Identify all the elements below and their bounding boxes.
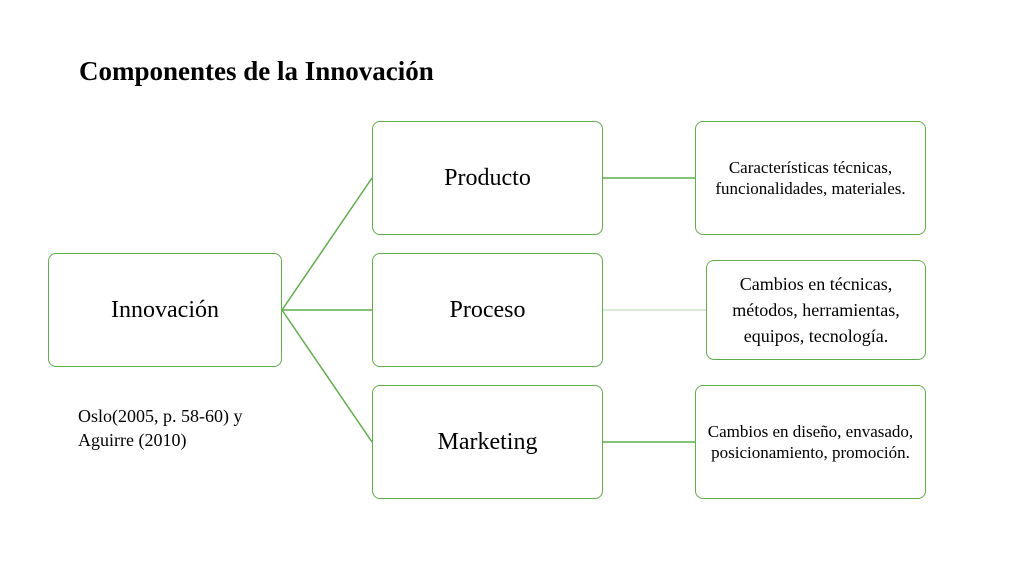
connector-root-marketing	[281, 309, 373, 443]
node-proceso-detail: Cambios en técnicas, métodos, herramient…	[706, 260, 926, 360]
node-producto: Producto	[372, 121, 603, 235]
node-producto-label: Producto	[444, 164, 531, 191]
node-producto-detail-text: Características técnicas, funcionalidade…	[715, 158, 906, 198]
node-proceso-label: Proceso	[449, 296, 526, 323]
node-marketing: Marketing	[372, 385, 603, 499]
node-innovacion-label: Innovación	[111, 296, 219, 323]
node-marketing-detail-text: Cambios en diseño, envasado, posicionami…	[707, 422, 914, 462]
connector-root-producto	[281, 177, 373, 311]
citation: Oslo(2005, p. 58-60) y Aguirre (2010)	[78, 404, 243, 452]
citation-line-2: Aguirre (2010)	[78, 430, 187, 450]
slide-title: Componentes de la Innovación	[79, 56, 434, 86]
citation-line-1: Oslo(2005, p. 58-60) y	[78, 406, 243, 426]
node-proceso-detail-text: Cambios en técnicas, métodos, herramient…	[732, 274, 900, 346]
node-producto-detail: Características técnicas, funcionalidade…	[695, 121, 926, 235]
node-marketing-detail: Cambios en diseño, envasado, posicionami…	[695, 385, 926, 499]
node-marketing-label: Marketing	[437, 428, 538, 455]
node-proceso: Proceso	[372, 253, 603, 367]
node-innovacion: Innovación	[48, 253, 282, 367]
